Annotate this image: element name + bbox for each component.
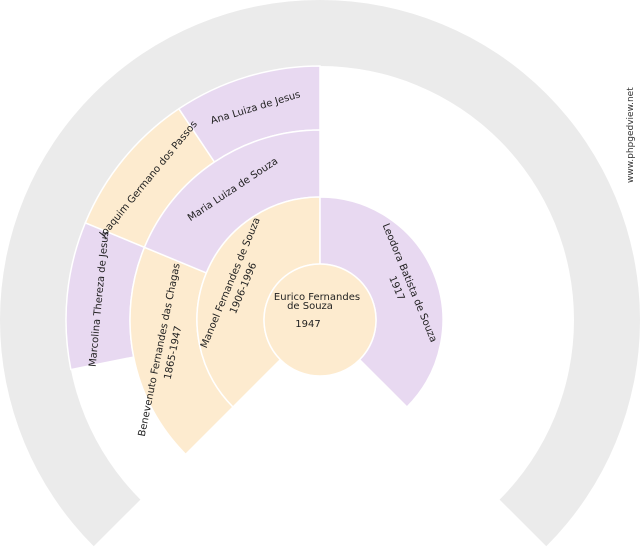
- root-years: 1947: [295, 319, 320, 330]
- root-name-line2: de Souza: [287, 301, 333, 312]
- root-name-line1: Eurico Fernandes: [274, 292, 360, 303]
- watermark-link[interactable]: www.phpgedview.net: [626, 87, 636, 183]
- root-person-circle[interactable]: [263, 263, 377, 377]
